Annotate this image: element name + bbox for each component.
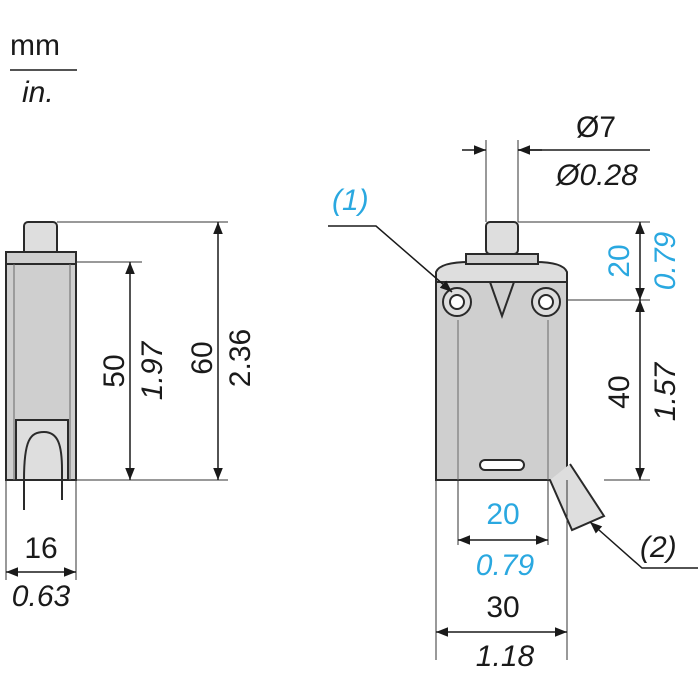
side-plunger bbox=[23, 221, 58, 256]
hole-spacing-mm: 20 bbox=[486, 498, 519, 531]
side-height-mm: 50 bbox=[98, 354, 131, 387]
units-legend: mm in. bbox=[10, 29, 77, 109]
callout-2: (2) bbox=[640, 531, 677, 564]
front-plunger bbox=[485, 221, 519, 255]
front-view: Ø7 Ø0.28 20 0.79 40 1.57 20 0.79 30 1.18… bbox=[328, 111, 698, 673]
side-total-mm: 60 bbox=[186, 341, 219, 374]
unit-mm: mm bbox=[10, 29, 60, 62]
body-mm: 40 bbox=[603, 375, 636, 408]
side-view: 50 1.97 60 2.36 16 0.63 bbox=[5, 221, 257, 613]
side-width-mm: 16 bbox=[24, 532, 57, 565]
front-slot bbox=[479, 459, 525, 471]
plunger-dia-mm: Ø7 bbox=[576, 111, 616, 144]
side-width-in: 0.63 bbox=[12, 580, 71, 613]
head-in: 0.79 bbox=[649, 231, 682, 290]
width-in: 1.18 bbox=[476, 640, 535, 673]
front-cable bbox=[549, 463, 606, 532]
width-mm: 30 bbox=[486, 591, 519, 624]
hole-spacing-in: 0.79 bbox=[476, 549, 535, 582]
body-in: 1.57 bbox=[649, 361, 682, 421]
callout-1-leader bbox=[328, 225, 453, 293]
plunger-dia-in: Ø0.28 bbox=[555, 159, 638, 192]
callout-1: (1) bbox=[332, 184, 369, 217]
callout-2-leader bbox=[589, 521, 698, 569]
head-mm: 20 bbox=[603, 244, 636, 277]
side-height-in: 1.97 bbox=[136, 340, 169, 400]
side-total-in: 2.36 bbox=[224, 329, 257, 387]
side-cable bbox=[23, 430, 63, 481]
unit-in: in. bbox=[22, 76, 54, 109]
